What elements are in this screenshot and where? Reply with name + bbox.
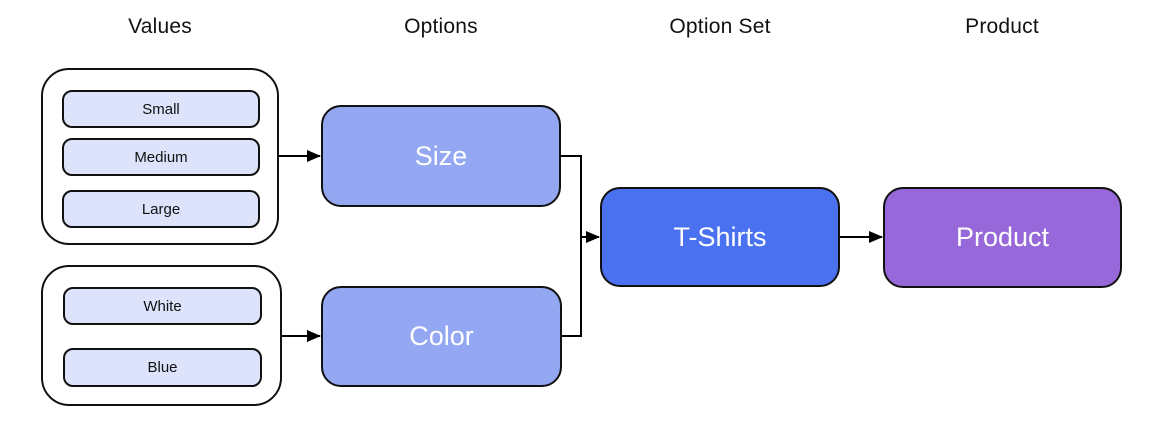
value-box-blue: Blue — [63, 348, 262, 387]
value-box-large: Large — [62, 190, 260, 228]
column-header-values: Values — [128, 15, 192, 38]
product-node: Product — [883, 187, 1122, 288]
column-header-product: Product — [965, 15, 1039, 38]
column-header-option-set: Option Set — [669, 15, 771, 38]
edge-color-to-junction — [562, 237, 582, 337]
option-set-node-tshirts: T-Shirts — [600, 187, 840, 287]
column-header-options: Options — [404, 15, 478, 38]
option-node-size: Size — [321, 105, 561, 207]
value-box-medium: Medium — [62, 138, 260, 176]
value-box-small: Small — [62, 90, 260, 128]
value-group-colors: White Blue — [41, 265, 282, 406]
value-group-sizes: Small Medium Large — [41, 68, 279, 245]
value-box-white: White — [63, 287, 262, 325]
option-node-color: Color — [321, 286, 562, 387]
edge-size-to-junction — [561, 155, 582, 237]
